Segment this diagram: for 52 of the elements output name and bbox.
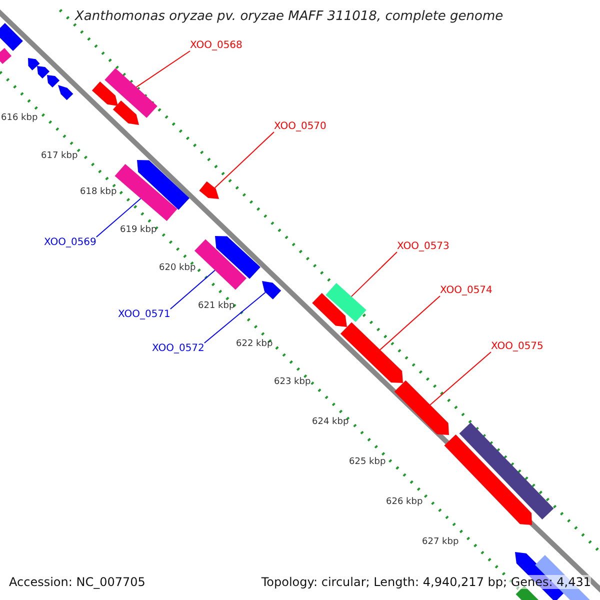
gene-feature <box>394 380 449 435</box>
tick-label: 620 kbp <box>159 263 196 273</box>
gene-feature <box>112 100 139 125</box>
tick-label: 625 kbp <box>349 457 386 467</box>
leader-line <box>350 252 398 298</box>
tick-label: 616 kbp <box>1 113 38 123</box>
gene-feature <box>340 322 403 383</box>
gene-feature <box>137 160 190 210</box>
gene-feature <box>37 66 50 79</box>
tick-label: 618 kbp <box>80 187 117 197</box>
title: Xanthomonas oryzae pv. oryzae MAFF 311018, complete genome <box>75 9 504 24</box>
gene-feature <box>0 23 23 51</box>
gene-label: XOO_0571 <box>118 309 170 320</box>
gene-label: XOO_0575 <box>491 341 544 352</box>
gene-feature <box>459 422 554 520</box>
tick-label: 617 kbp <box>41 151 78 161</box>
gene-feature <box>92 82 118 106</box>
leader-line <box>96 198 142 238</box>
leader-line <box>214 132 274 188</box>
gene-feature <box>215 236 260 279</box>
gene-feature <box>262 281 282 300</box>
genome-info-text: Topology: circular; Length: 4,940,217 bp; Genes: 4,431 <box>261 575 591 589</box>
gene-label: XOO_0569 <box>44 237 96 248</box>
leader-line <box>380 296 440 350</box>
gene-feature <box>0 48 12 64</box>
tick-label: 621 kbp <box>198 301 235 311</box>
gene-feature <box>444 434 532 525</box>
gene-feature <box>28 58 40 70</box>
gene-label: XOO_0574 <box>440 285 492 296</box>
gene-feature <box>194 239 247 290</box>
gene-feature <box>326 283 366 322</box>
tick-label: 627 kbp <box>422 537 459 547</box>
gene-feature <box>104 68 158 118</box>
leader-line <box>136 50 190 88</box>
gene-label: XOO_0573 <box>397 241 450 252</box>
gene-label: XOO_0570 <box>274 121 326 132</box>
tick-label: 626 kbp <box>386 497 423 507</box>
leader-line <box>430 352 492 406</box>
gene-feature <box>199 181 219 199</box>
gene-feature <box>58 85 74 100</box>
gene-feature <box>47 75 60 88</box>
tick-label: 622 kbp <box>236 339 273 349</box>
gene-label: XOO_0572 <box>152 343 204 354</box>
gene-feature <box>114 164 178 222</box>
gene-feature <box>312 292 347 327</box>
gene-label: XOO_0568 <box>190 40 242 51</box>
accession-text: Accession: NC_007705 <box>9 575 146 589</box>
leader-line <box>204 292 266 344</box>
tick-label: 619 kbp <box>120 225 157 235</box>
tick-label: 624 kbp <box>312 417 349 427</box>
leader-line <box>170 270 216 310</box>
tick-label: 623 kbp <box>274 377 311 387</box>
